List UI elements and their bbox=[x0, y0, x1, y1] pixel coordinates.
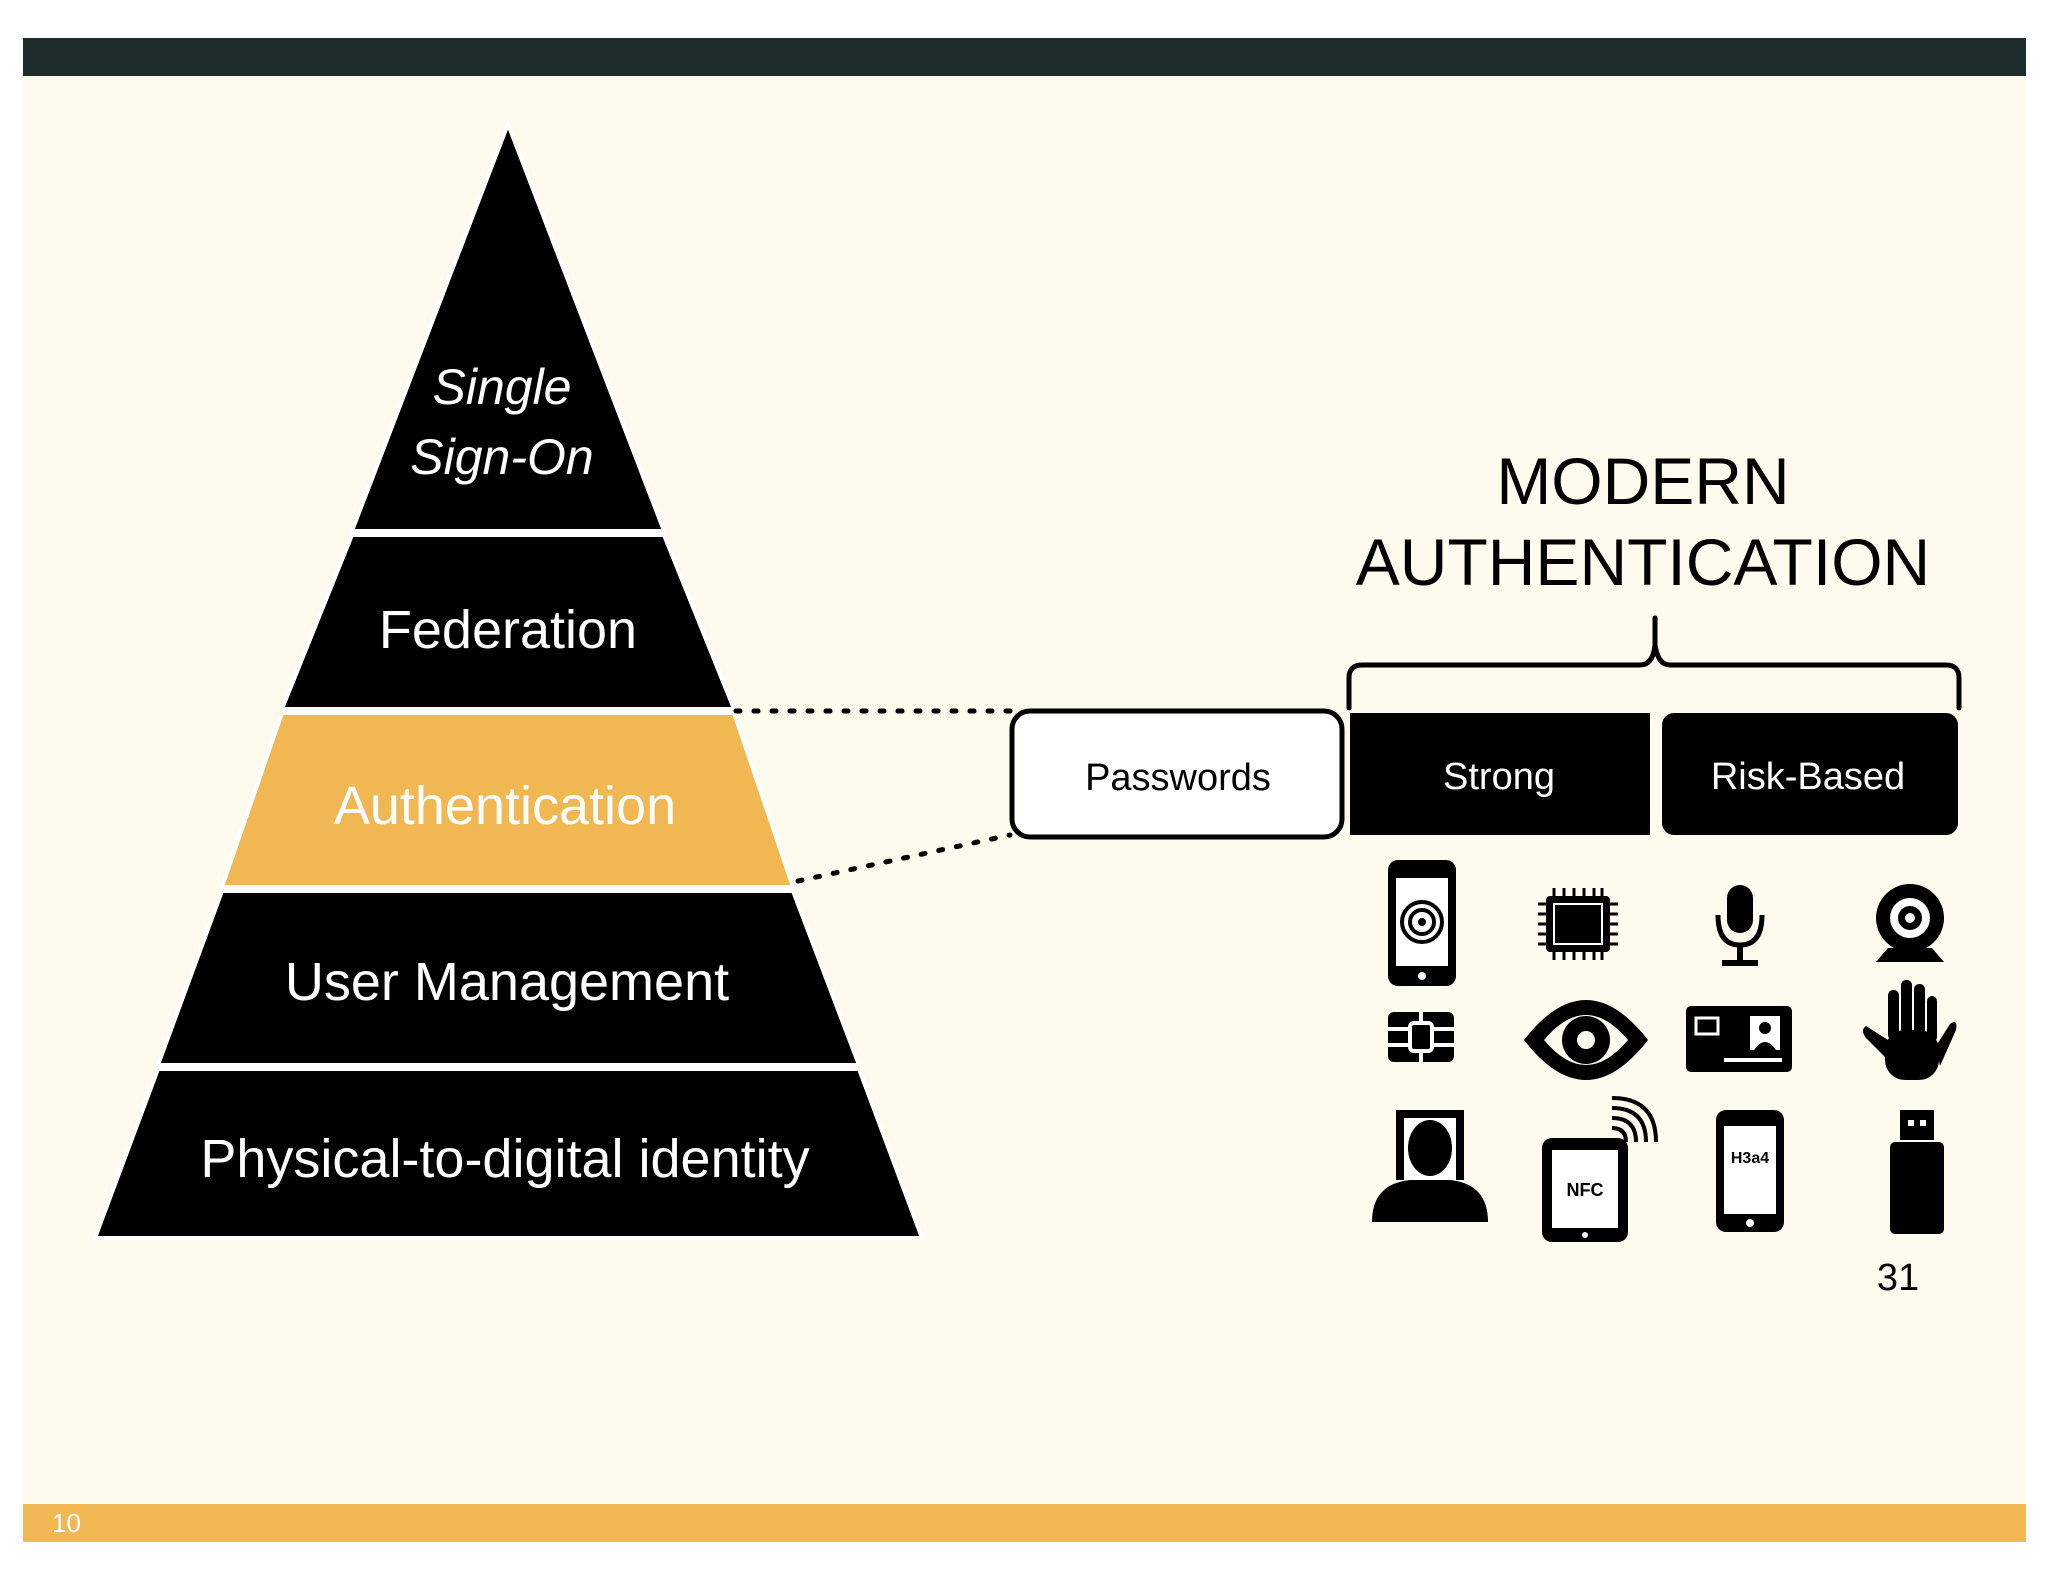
face-portrait-icon bbox=[1372, 1110, 1488, 1222]
modern-title-line2: AUTHENTICATION bbox=[1356, 525, 1930, 599]
tier-label-federation: Federation bbox=[379, 600, 637, 660]
passwords-box bbox=[1009, 708, 1345, 840]
tier-single-sign-on bbox=[349, 118, 667, 533]
tier-physical-identity bbox=[92, 1067, 925, 1240]
webcam-icon bbox=[1876, 884, 1944, 962]
pyramid: Single Sign-On Federation Authentication… bbox=[92, 118, 925, 1240]
risk-based-box bbox=[1662, 713, 1958, 835]
phone-otp-icon: H3a4 bbox=[1716, 1110, 1784, 1232]
tier-label-single: Single bbox=[433, 359, 572, 415]
tier-user-management bbox=[155, 889, 862, 1067]
connector-lines bbox=[733, 708, 1013, 884]
eye-icon bbox=[1524, 1000, 1648, 1080]
tier-label-physical-identity: Physical-to-digital identity bbox=[200, 1129, 809, 1189]
usb-key-icon bbox=[1890, 1110, 1944, 1234]
smartphone-fingerprint-icon bbox=[1388, 860, 1456, 986]
chip-icon bbox=[1538, 888, 1618, 960]
top-bar bbox=[23, 38, 2026, 76]
risk-based-label: Risk-Based bbox=[1711, 756, 1905, 798]
modern-title-line1: MODERN bbox=[1496, 444, 1789, 518]
tier-label-sign-on: Sign-On bbox=[410, 429, 593, 485]
curly-brace bbox=[1346, 615, 1962, 711]
nfc-label: NFC bbox=[1567, 1180, 1604, 1200]
tier-label-authentication: Authentication bbox=[334, 776, 676, 836]
bottom-bar bbox=[23, 1504, 2026, 1542]
smart-card-chip-icon bbox=[1388, 1012, 1454, 1062]
microphone-icon bbox=[1715, 885, 1765, 966]
passwords-label: Passwords bbox=[1085, 757, 1271, 799]
id-card-icon bbox=[1686, 1006, 1792, 1072]
nfc-tablet-icon: NFC bbox=[1542, 1096, 1658, 1242]
tier-federation bbox=[279, 533, 737, 711]
auth-icons: NFC H3a4 bbox=[1372, 860, 1957, 1242]
otp-label: H3a4 bbox=[1731, 1150, 1769, 1167]
footnote-number: 31 bbox=[1877, 1257, 1919, 1299]
tier-authentication bbox=[219, 711, 796, 889]
page-number: 10 bbox=[52, 1508, 81, 1538]
auth-methods: Passwords Strong Risk-Based bbox=[1009, 708, 1958, 840]
tier-label-user-management: User Management bbox=[285, 952, 729, 1012]
strong-box bbox=[1350, 713, 1650, 835]
strong-label: Strong bbox=[1443, 756, 1555, 798]
hand-icon bbox=[1863, 980, 1957, 1080]
